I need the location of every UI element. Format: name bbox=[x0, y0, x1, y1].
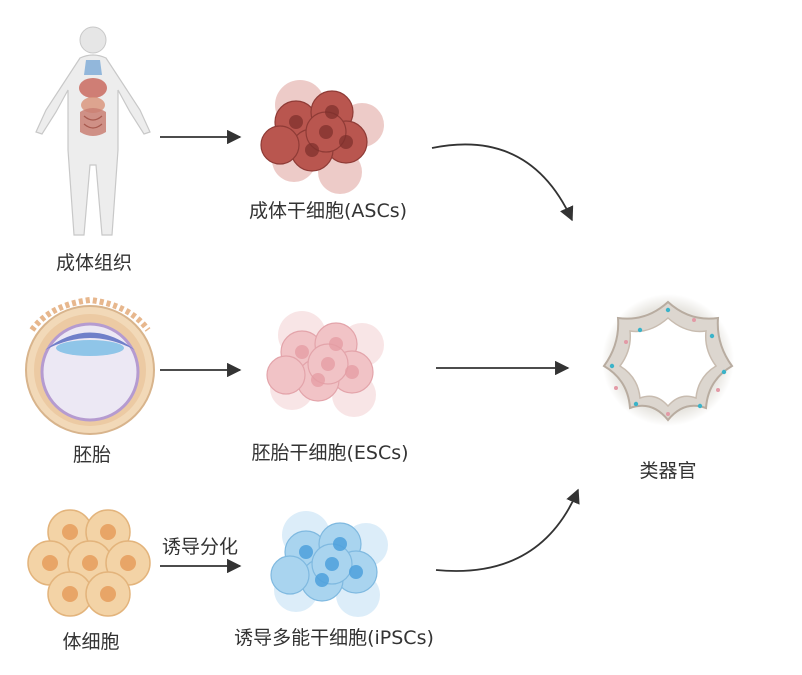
arrow-asc-to-organoid bbox=[431, 143, 574, 222]
label-somatic-cell: 体细胞 bbox=[62, 631, 120, 653]
label-ipsc: 诱导多能干细胞(iPSCs) bbox=[234, 627, 434, 649]
esc-cell-cluster-icon bbox=[266, 311, 384, 417]
label-induced-differentiation: 诱导分化 bbox=[161, 536, 239, 558]
asc-cell-cluster-icon bbox=[260, 80, 384, 194]
label-asc: 成体干细胞(ASCs) bbox=[248, 200, 408, 222]
ipsc-cell-cluster-icon bbox=[270, 511, 388, 617]
arrow-ipsc-to-organoid bbox=[435, 488, 580, 572]
label-organoid: 类器官 bbox=[639, 460, 697, 482]
blastocyst-icon bbox=[25, 296, 155, 435]
label-embryo: 胚胎 bbox=[72, 444, 112, 466]
organoid-icon bbox=[602, 294, 734, 426]
label-esc: 胚胎干细胞(ESCs) bbox=[251, 442, 409, 464]
somatic-cell-cluster-icon bbox=[27, 509, 151, 617]
human-body-icon bbox=[35, 26, 151, 236]
label-adult-tissue: 成体组织 bbox=[55, 252, 133, 274]
